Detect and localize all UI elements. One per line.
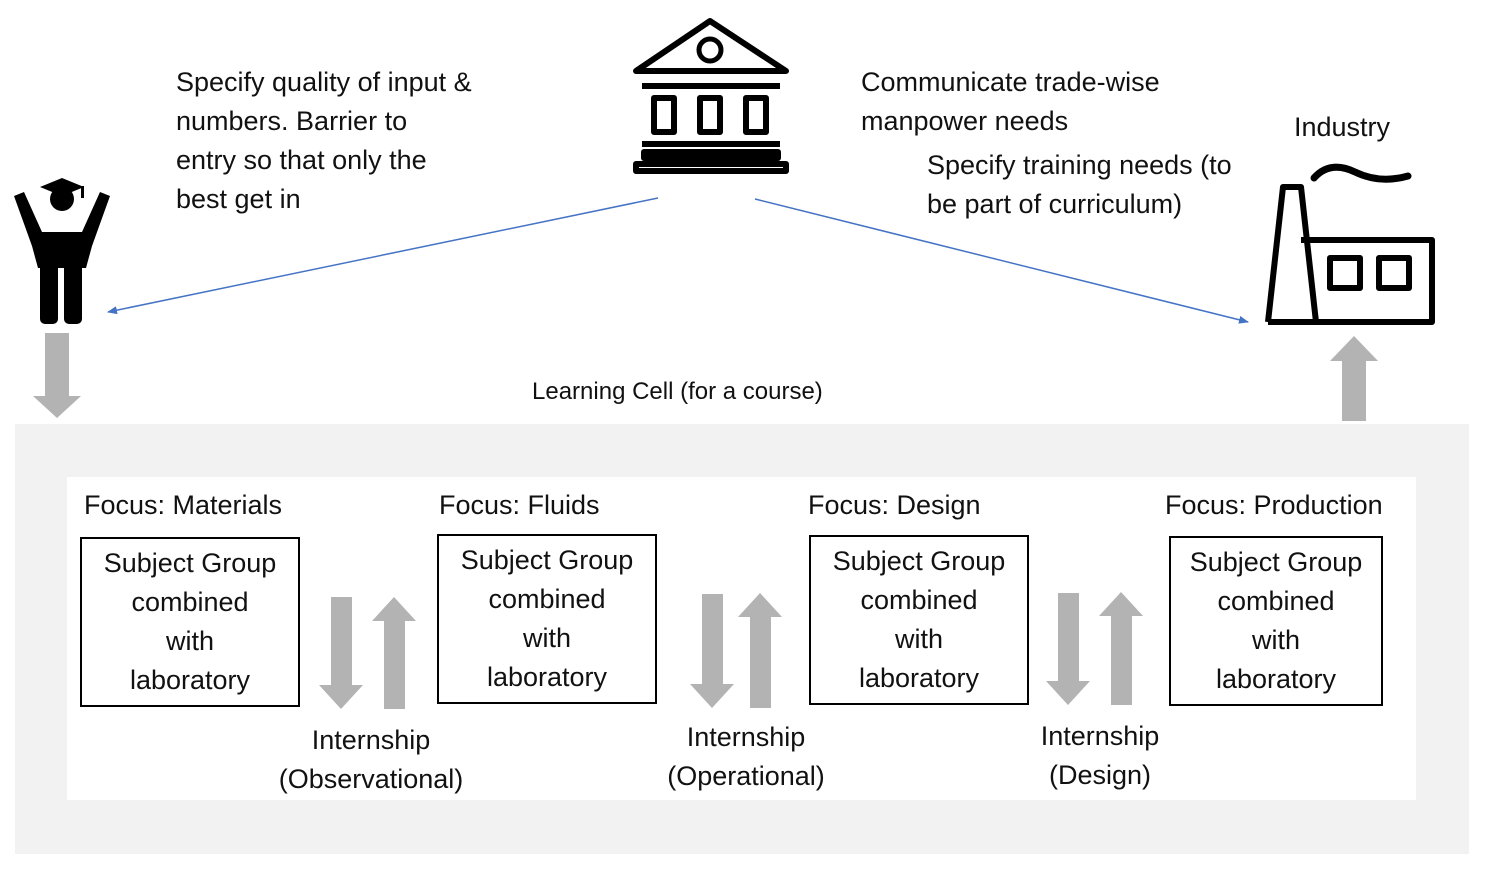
internship-arrows-design bbox=[1046, 592, 1143, 705]
internship-arrows-operational bbox=[690, 593, 782, 708]
subject-group-box-design: Subject Group combined with laboratory bbox=[809, 535, 1029, 705]
internship-label-observational: Internship (Observational) bbox=[278, 725, 464, 794]
learning-cell-title: Learning Cell (for a course) bbox=[532, 378, 823, 405]
focus-label-design: Focus: Design bbox=[808, 490, 981, 520]
manpower-needs-note: Communicate trade-wise manpower needs bbox=[861, 67, 1160, 136]
factory-icon bbox=[1265, 163, 1435, 325]
internship-label-operational: Internship (Operational) bbox=[667, 722, 825, 791]
government-building-icon bbox=[633, 18, 789, 174]
focus-label-materials: Focus: Materials bbox=[84, 490, 283, 520]
industry-label: Industry bbox=[1294, 112, 1391, 142]
subject-group-box-materials: Subject Group combined with laboratory bbox=[80, 537, 300, 707]
subject-group-box-fluids: Subject Group combined with laboratory bbox=[437, 534, 657, 704]
student-input-note: Specify quality of input & numbers. Barr… bbox=[176, 67, 472, 214]
subject-group-box-production: Subject Group combined with laboratory bbox=[1169, 536, 1383, 706]
training-needs-note: Specify training needs (to be part of cu… bbox=[927, 150, 1232, 219]
graduate-student-icon bbox=[14, 178, 110, 324]
internship-arrows-observational bbox=[319, 597, 416, 709]
internship-label-design: Internship (Design) bbox=[1040, 721, 1160, 790]
focus-label-production: Focus: Production bbox=[1165, 490, 1383, 520]
industry-exit-arrow bbox=[1330, 336, 1378, 421]
connector-to-student-arrow bbox=[107, 197, 659, 315]
connector-to-industry-arrow bbox=[754, 198, 1249, 324]
focus-label-fluids: Focus: Fluids bbox=[439, 490, 600, 520]
student-entry-arrow bbox=[33, 333, 81, 418]
